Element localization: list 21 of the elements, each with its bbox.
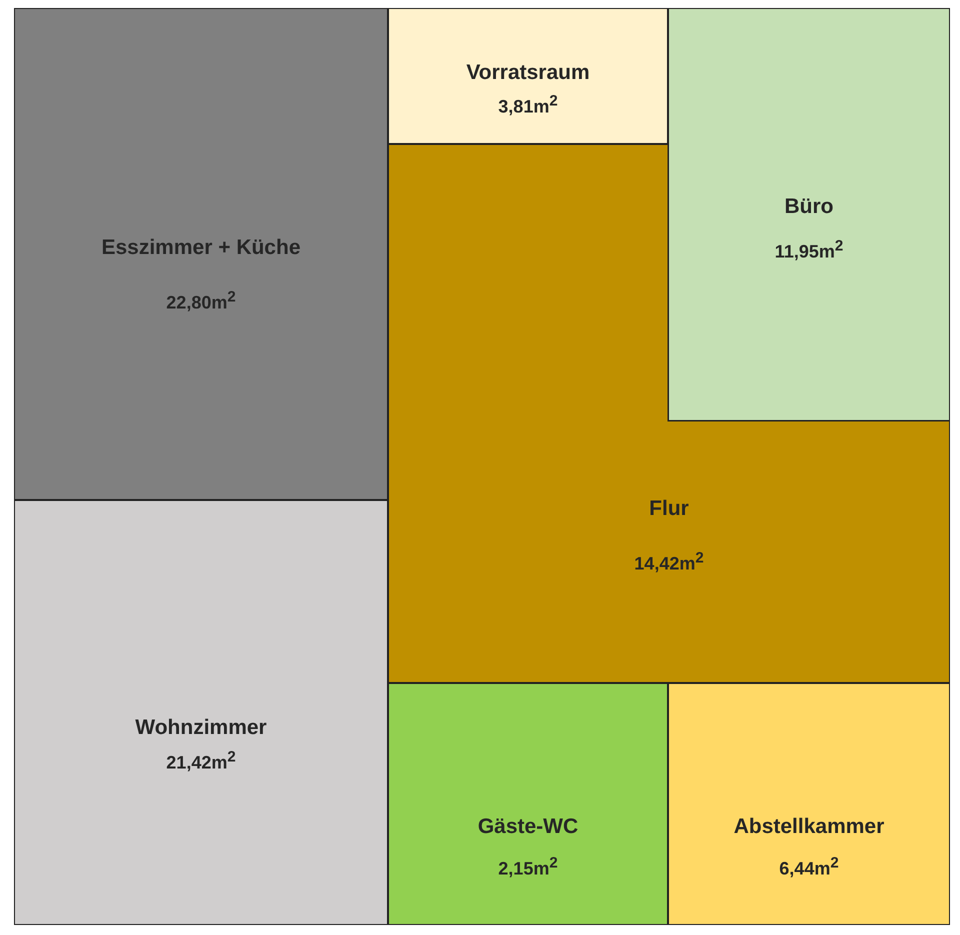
- room-area: [14, 8, 388, 500]
- room-area: [668, 683, 950, 925]
- room-name: Abstellkammer: [734, 815, 884, 839]
- room-area: [14, 500, 388, 925]
- room-name: Esszimmer + Küche: [101, 236, 300, 260]
- area-label: 22,80m$^{2}$: [166, 288, 236, 314]
- room-name: Wohnzimmer: [135, 716, 267, 740]
- room-area: [668, 8, 950, 421]
- area-label: 3,81m$^{2}$: [498, 92, 558, 118]
- room-name: Büro: [784, 195, 834, 219]
- area-label: 6,44m$^{2}$: [779, 854, 839, 880]
- area-label: 11,95m$^{2}$: [774, 238, 844, 262]
- area-label: 2,15m$^{2}$: [498, 854, 558, 880]
- room-name: Flur: [649, 497, 689, 521]
- room-area: [388, 8, 668, 144]
- room-area: [388, 144, 950, 683]
- area-label: 14,42m$^{2}$: [634, 550, 704, 574]
- room-name: Gäste-WC: [478, 815, 578, 839]
- room-name: Vorratsraum: [466, 61, 590, 85]
- area-label: 21,42m$^{2}$: [166, 748, 236, 774]
- room-area: [388, 683, 668, 925]
